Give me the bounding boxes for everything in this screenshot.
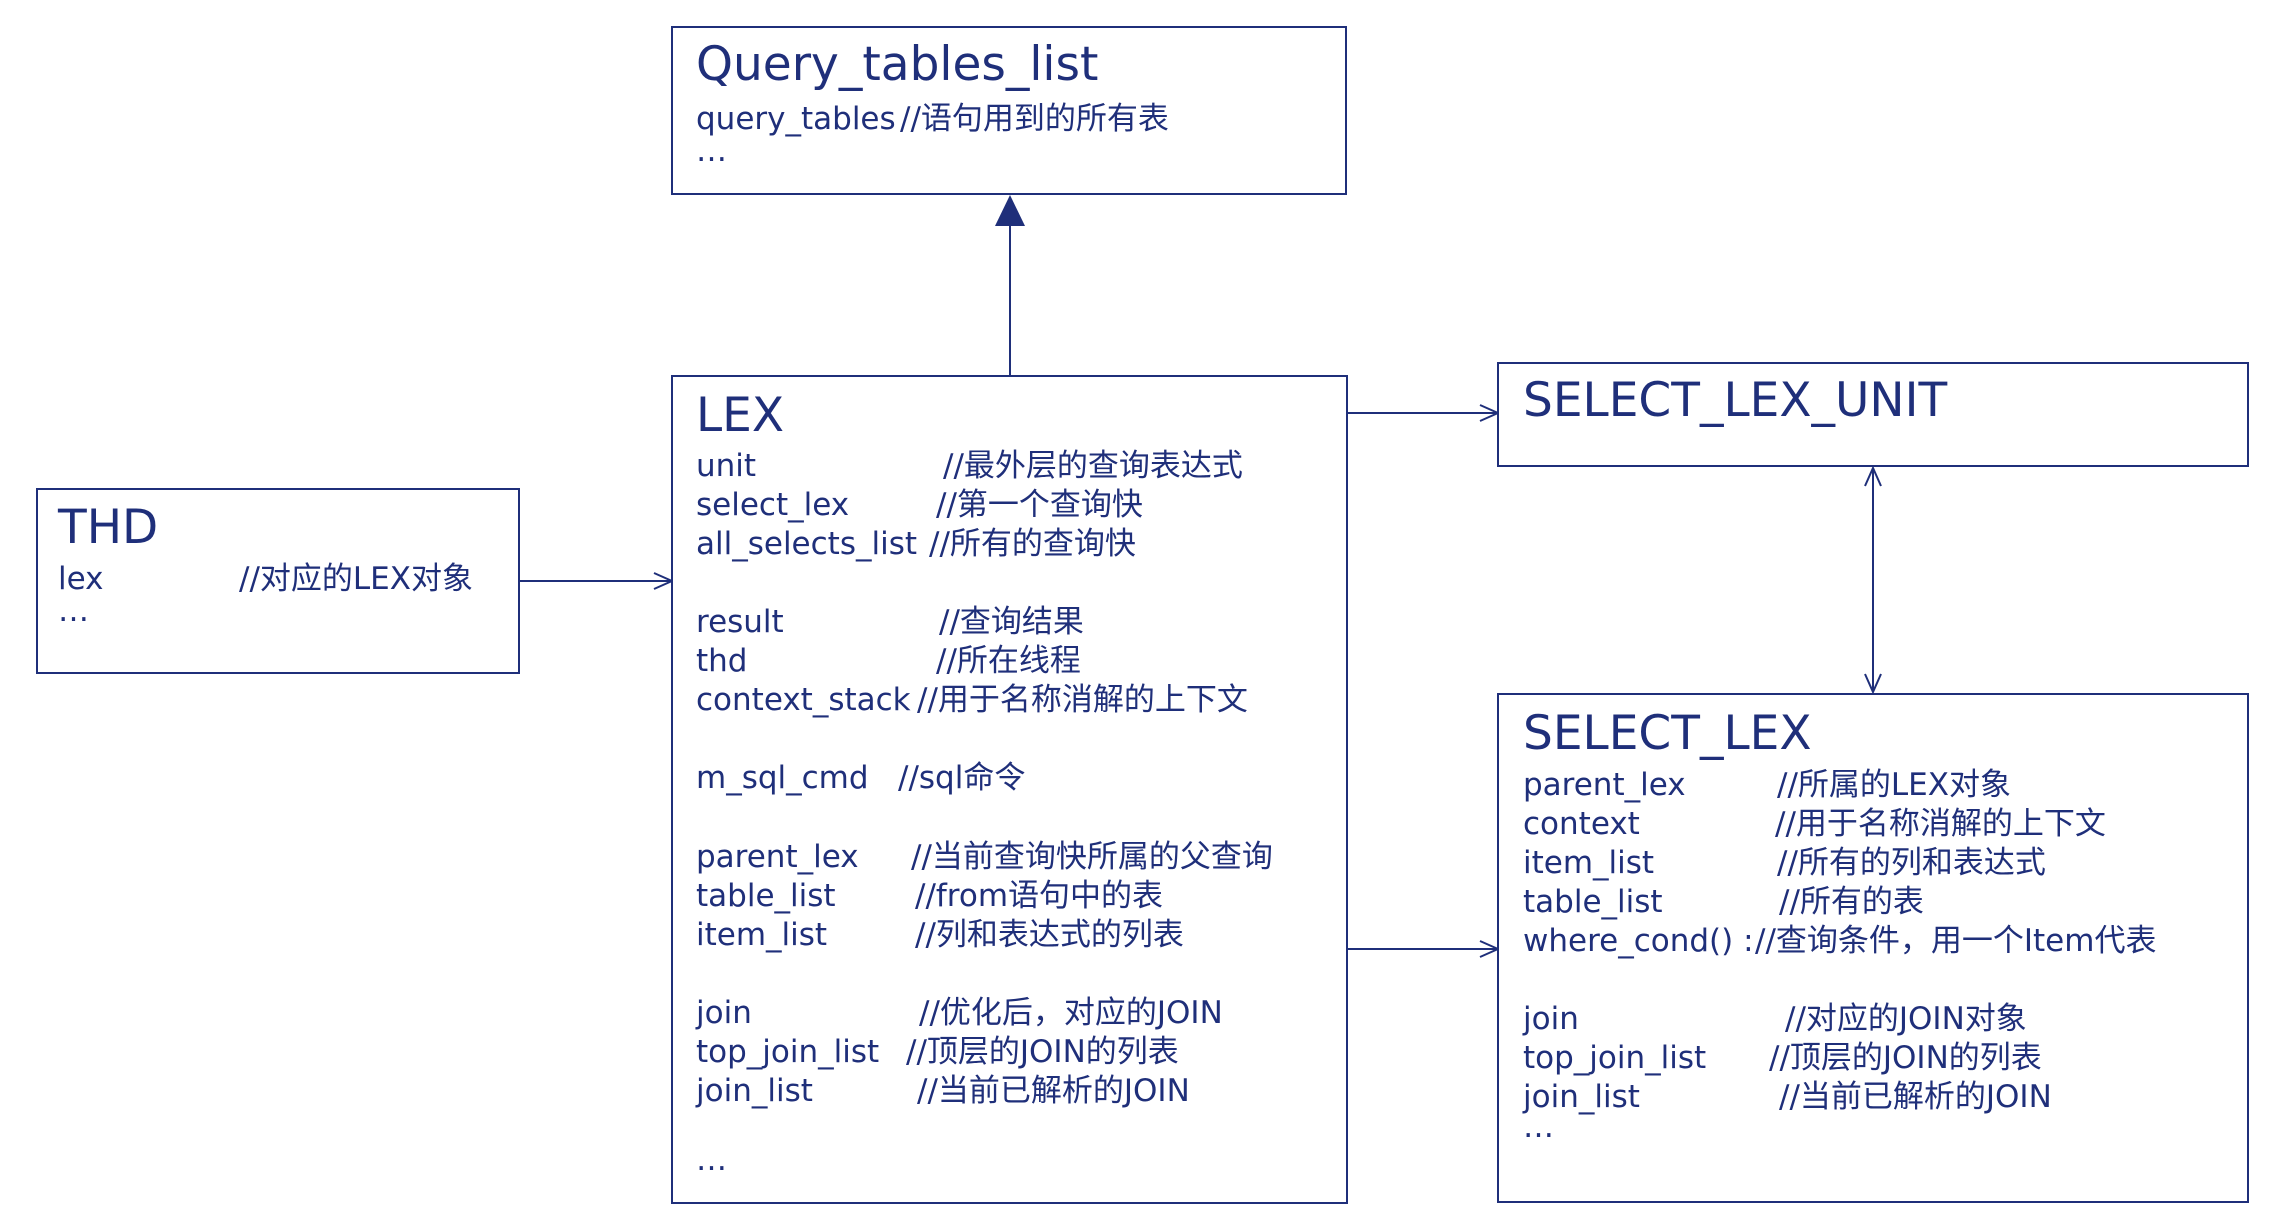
field-name: all_selects_list bbox=[696, 526, 918, 562]
field-name: parent_lex bbox=[1523, 767, 1686, 803]
select-lex-unit-box: SELECT_LEX_UNIT bbox=[1497, 362, 2249, 467]
field-comment: //所属的LEX对象 bbox=[1777, 767, 2011, 803]
field-comment: //sql命令 bbox=[898, 760, 1026, 796]
field-name: top_join_list bbox=[696, 1034, 880, 1070]
field-name: parent_lex bbox=[696, 839, 859, 875]
select-lex-title: SELECT_LEX bbox=[1523, 706, 1812, 761]
field-comment: //用于名称消解的上下文 bbox=[1775, 806, 2106, 842]
query-tables-list-title: Query_tables_list bbox=[696, 37, 1099, 92]
ellipsis: … bbox=[1523, 1109, 1554, 1145]
field-comment: //当前已解析的JOIN bbox=[1779, 1079, 2052, 1115]
field-comment: //用于名称消解的上下文 bbox=[917, 682, 1248, 718]
field-name: m_sql_cmd bbox=[696, 760, 869, 796]
field-comment: //第一个查询快 bbox=[936, 487, 1143, 523]
field-name: top_join_list bbox=[1523, 1040, 1707, 1076]
field-comment: //对应的JOIN对象 bbox=[1785, 1001, 2027, 1037]
ellipsis: … bbox=[696, 1142, 727, 1178]
field-comment: //所在线程 bbox=[936, 643, 1081, 679]
field-comment: //所有的列和表达式 bbox=[1777, 845, 2046, 881]
field-name: unit bbox=[696, 448, 757, 484]
field-comment: //查询条件，用一个Item代表 bbox=[1755, 923, 2157, 959]
field-comment: //当前已解析的JOIN bbox=[917, 1073, 1190, 1109]
field-name: join_list bbox=[696, 1073, 813, 1109]
field-name: context bbox=[1523, 806, 1640, 842]
field-comment: //当前查询快所属的父查询 bbox=[911, 839, 1273, 875]
field-comment: //优化后，对应的JOIN bbox=[919, 995, 1223, 1031]
field-name: join bbox=[696, 995, 752, 1031]
query-tables-list-box: Query_tables_list query_tables //语句用到的所有… bbox=[671, 26, 1347, 195]
field-name: join_list bbox=[1523, 1079, 1640, 1115]
ellipsis: … bbox=[696, 133, 727, 169]
field-name: result bbox=[696, 604, 784, 640]
field-comment: //对应的LEX对象 bbox=[239, 561, 473, 597]
select-lex-unit-title: SELECT_LEX_UNIT bbox=[1523, 373, 1948, 428]
inheritance-arrowhead bbox=[995, 195, 1025, 226]
field-name: item_list bbox=[696, 917, 828, 953]
field-name: thd bbox=[696, 643, 748, 679]
field-comment: //from语句中的表 bbox=[915, 878, 1164, 914]
thd-title: THD bbox=[58, 500, 159, 555]
field-name: where_cond() : bbox=[1523, 923, 1754, 959]
thd-box: THD lex //对应的LEX对象 … bbox=[36, 488, 520, 674]
field-name: query_tables bbox=[696, 101, 896, 137]
field-name: lex bbox=[58, 561, 104, 597]
field-name: item_list bbox=[1523, 845, 1655, 881]
field-comment: //列和表达式的列表 bbox=[915, 917, 1184, 953]
field-comment: //顶层的JOIN的列表 bbox=[1769, 1040, 2042, 1076]
ellipsis: … bbox=[58, 593, 89, 629]
field-comment: //查询结果 bbox=[939, 604, 1084, 640]
field-comment: //最外层的查询表达式 bbox=[943, 448, 1243, 484]
field-comment: //所有的表 bbox=[1779, 884, 1924, 920]
field-comment: //顶层的JOIN的列表 bbox=[906, 1034, 1179, 1070]
field-name: table_list bbox=[696, 878, 836, 914]
field-comment: //所有的查询快 bbox=[929, 526, 1136, 562]
field-name: select_lex bbox=[696, 487, 850, 523]
field-name: table_list bbox=[1523, 884, 1663, 920]
field-comment: //语句用到的所有表 bbox=[900, 101, 1169, 137]
select-lex-box: SELECT_LEX parent_lex //所属的LEX对象 context… bbox=[1497, 693, 2249, 1203]
lex-box: LEX unit //最外层的查询表达式 select_lex //第一个查询快… bbox=[671, 375, 1348, 1204]
lex-title: LEX bbox=[696, 388, 785, 443]
field-name: join bbox=[1523, 1001, 1579, 1037]
field-name: context_stack bbox=[696, 682, 911, 718]
